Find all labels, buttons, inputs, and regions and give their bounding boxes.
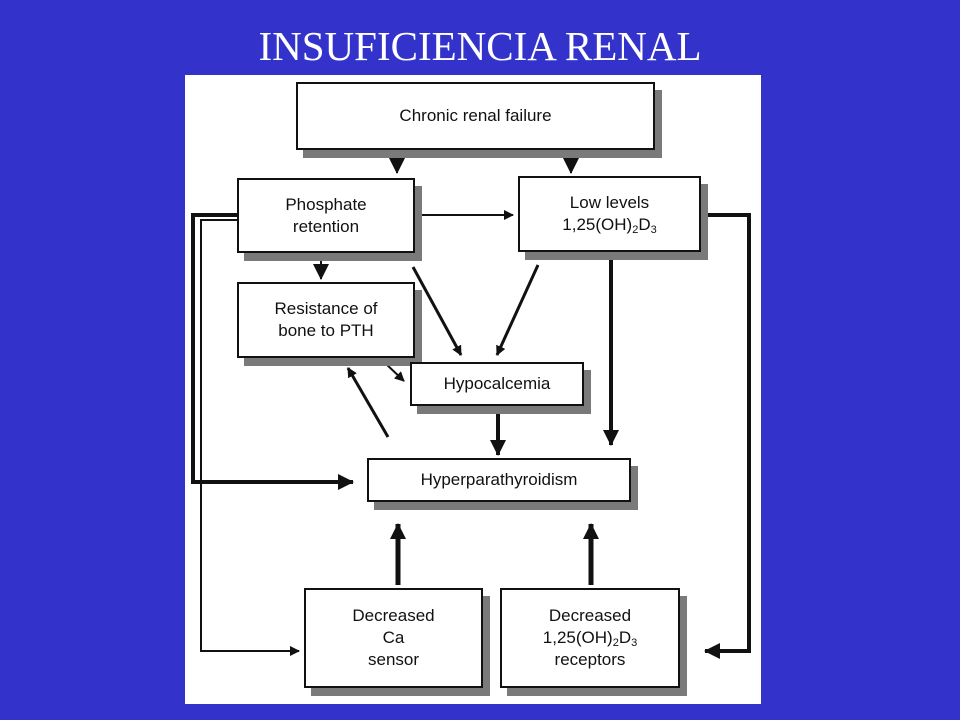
node-low-levels-vitamin-d: Low levels 1,25(OH)2D3 [518, 176, 701, 252]
node-resistance-bone-pth: Resistance of bone to PTH [237, 282, 415, 358]
node-label-part: D [618, 628, 632, 647]
node-label-subscript: 3 [631, 637, 638, 649]
node-label-line: Low levels [569, 193, 650, 212]
node-hyperparathyroidism: Hyperparathyroidism [367, 458, 631, 502]
node-decreased-receptors: Decreased 1,25(OH)2D3 receptors [500, 588, 680, 688]
edge-phosphate-hyperpara [191, 213, 354, 490]
node-label-subscript: 2 [612, 637, 619, 649]
node-label-part: D [638, 215, 651, 234]
edge-phosphate-hypocalcemia [411, 266, 463, 356]
node-label: Hyperparathyroidism [420, 470, 578, 489]
slide-title: INSUFICIENCIA RENAL [258, 23, 702, 69]
node-label-part: 1,25(OH) [542, 628, 613, 647]
node-hypocalcemia: Hypocalcemia [410, 362, 584, 406]
node-label-line: receptors [554, 650, 626, 669]
node-phosphate-retention: Phosphate retention [237, 178, 415, 253]
node-label-part: 1,25(OH) [562, 215, 633, 234]
arrow-layer [191, 155, 751, 659]
edge-phosphate-ca-sensor [200, 219, 300, 656]
node-label: Resistance of bone to PTH [274, 299, 378, 340]
node-label: Decreased 1,25(OH)2D3 receptors [543, 605, 637, 671]
node-label: Hypocalcemia [443, 374, 551, 393]
node-chronic-renal-failure: Chronic renal failure [296, 82, 655, 150]
node-decreased-ca-sensor: Decreased Ca sensor [304, 588, 483, 688]
node-label-subscript: 2 [632, 224, 639, 236]
edge-low-levels-receptors [701, 213, 751, 659]
node-label-line: Decreased [548, 606, 632, 625]
edge-resistance-hypocalcemia [384, 362, 405, 382]
edge-low-levels-hypocalcemia [495, 264, 540, 356]
node-label: Low levels 1,25(OH)2D3 [562, 192, 656, 236]
edge-hyperpara-resistance [346, 367, 390, 438]
diagram-panel: Chronic renal failure Phosphate retentio… [185, 75, 761, 704]
node-label-subscript: 3 [650, 224, 657, 236]
node-label: Decreased Ca sensor [352, 606, 435, 669]
node-label: Phosphate retention [285, 194, 367, 236]
node-label: Chronic renal failure [399, 106, 552, 125]
